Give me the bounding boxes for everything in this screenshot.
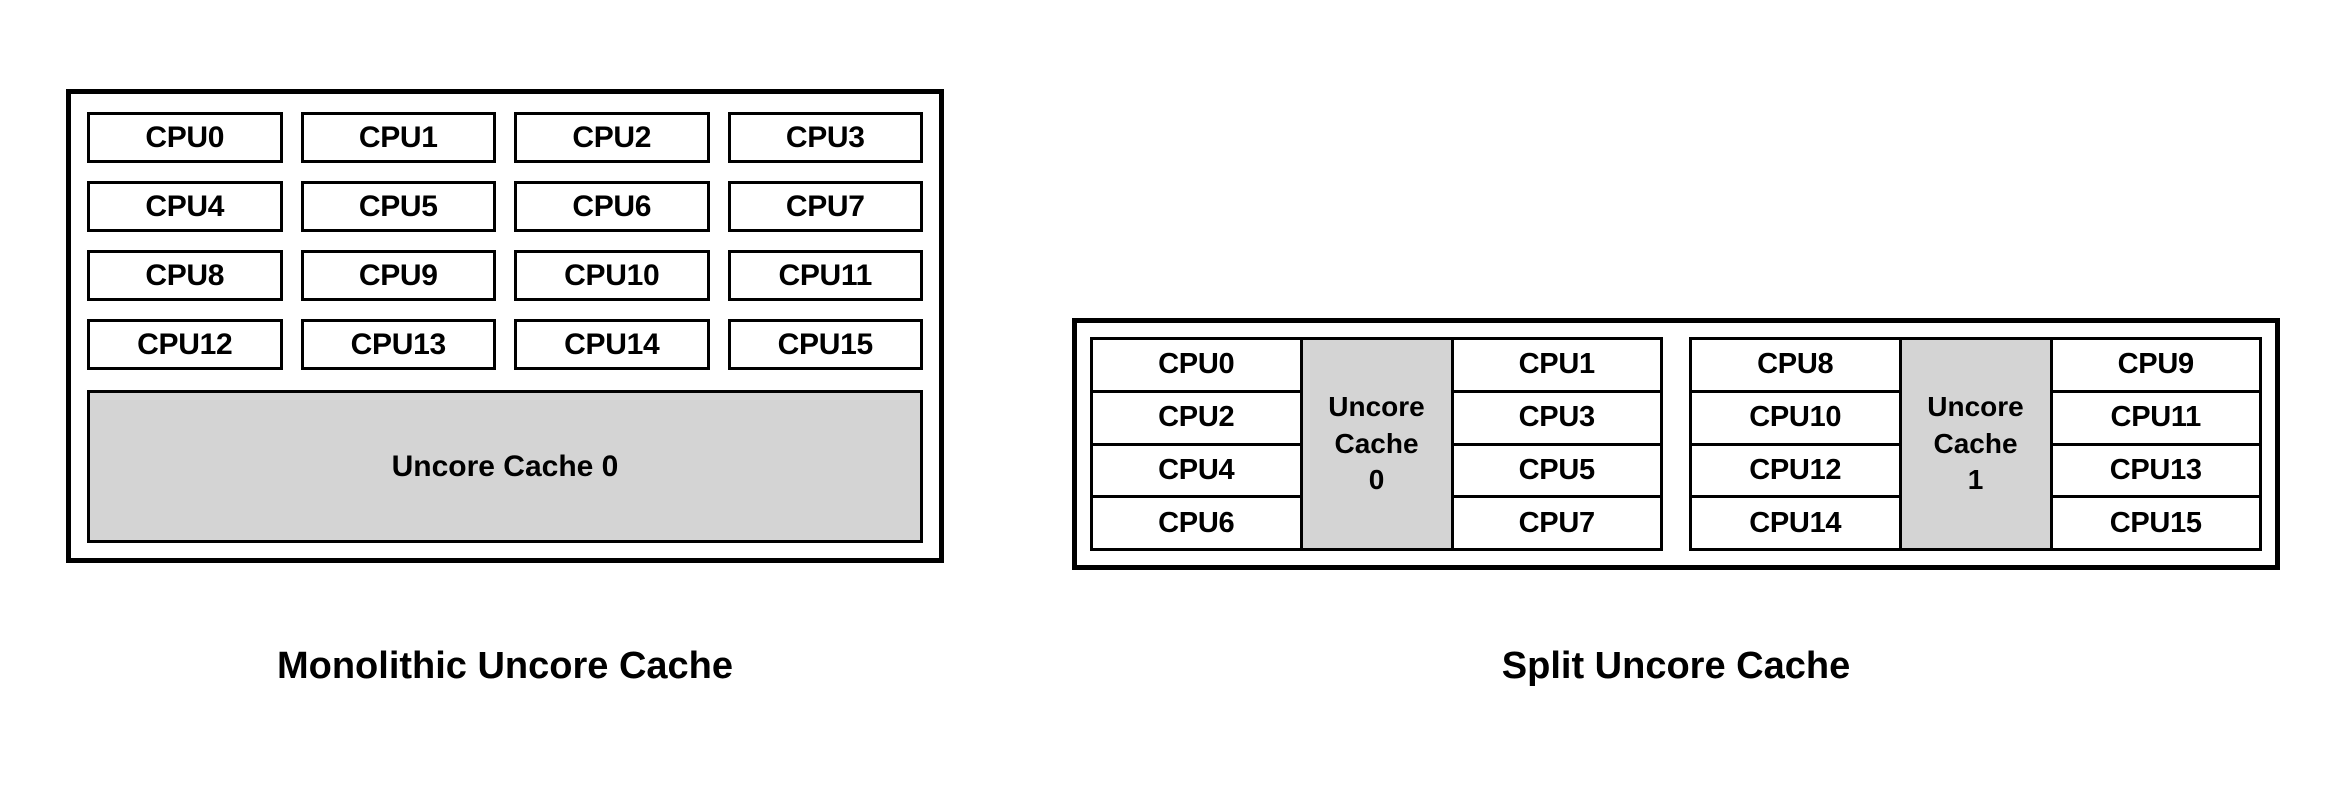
- uncore-cache-line-3: 1: [1967, 464, 1984, 496]
- cpu-box: CPU14: [514, 319, 710, 370]
- cpu-cell: CPU2: [1090, 389, 1303, 446]
- uncore-cache-line-3: 0: [1368, 464, 1385, 496]
- cpu-box: CPU12: [87, 319, 283, 370]
- monolithic-uncore-panel: CPU0 CPU1 CPU2 CPU3 CPU4 CPU5 CPU6 CPU7 …: [66, 89, 944, 563]
- cpu-cell: CPU6: [1090, 495, 1303, 551]
- cpu-cell: CPU1: [1450, 337, 1663, 393]
- cpu-cell: CPU15: [2049, 495, 2262, 551]
- cpu-box: CPU1: [300, 112, 496, 163]
- cpu-box: CPU7: [727, 181, 923, 232]
- uncore-cache-block-0: Uncore Cache 0: [1299, 337, 1454, 551]
- cpu-cell: CPU13: [2049, 442, 2262, 499]
- split-caption: Split Uncore Cache: [1501, 645, 1851, 687]
- cpu-box: CPU6: [514, 181, 710, 232]
- cpu-cell: CPU8: [1689, 337, 1902, 393]
- cpu-box: CPU9: [300, 250, 496, 301]
- cpu-box: CPU0: [87, 112, 283, 163]
- split-uncore-panel: CPU0 CPU2 CPU4 CPU6 Uncore Cache 0 CPU1 …: [1072, 318, 2280, 570]
- cpu-box: CPU3: [727, 112, 923, 163]
- cpu-box: CPU13: [300, 319, 496, 370]
- cpu-box: CPU15: [727, 319, 923, 370]
- cpu-column-left-1: CPU8 CPU10 CPU12 CPU14: [1689, 337, 1902, 551]
- uncore-cache-block: Uncore Cache 0: [87, 390, 923, 543]
- cpu-cell: CPU3: [1450, 389, 1663, 446]
- cache-group-1: CPU8 CPU10 CPU12 CPU14 Uncore Cache 1 CP…: [1689, 337, 2262, 551]
- cpu-cell: CPU11: [2049, 389, 2262, 446]
- cpu-cell: CPU5: [1450, 442, 1663, 499]
- cpu-column-right-0: CPU1 CPU3 CPU5 CPU7: [1450, 337, 1663, 551]
- cpu-cell: CPU12: [1689, 442, 1902, 499]
- cpu-box: CPU8: [87, 250, 283, 301]
- cpu-column-left-0: CPU0 CPU2 CPU4 CPU6: [1090, 337, 1303, 551]
- cpu-box: CPU10: [514, 250, 710, 301]
- cpu-cell: CPU0: [1090, 337, 1303, 393]
- uncore-cache-line-1: Uncore: [1927, 390, 2024, 422]
- uncore-cache-line-2: Cache: [1334, 427, 1419, 459]
- cache-group-0: CPU0 CPU2 CPU4 CPU6 Uncore Cache 0 CPU1 …: [1090, 337, 1663, 551]
- uncore-cache-block-1: Uncore Cache 1: [1898, 337, 2053, 551]
- cpu-box: CPU5: [300, 181, 496, 232]
- cpu-box: CPU11: [727, 250, 923, 301]
- cpu-cell: CPU14: [1689, 495, 1902, 551]
- uncore-cache-line-2: Cache: [1933, 427, 2018, 459]
- cpu-cell: CPU10: [1689, 389, 1902, 446]
- cpu-box: CPU2: [514, 112, 710, 163]
- cpu-cell: CPU4: [1090, 442, 1303, 499]
- cpu-cell: CPU7: [1450, 495, 1663, 551]
- monolithic-caption: Monolithic Uncore Cache: [276, 645, 734, 687]
- cpu-cell: CPU9: [2049, 337, 2262, 393]
- cpu-box: CPU4: [87, 181, 283, 232]
- uncore-cache-line-1: Uncore: [1328, 390, 1425, 422]
- monolithic-cpu-grid: CPU0 CPU1 CPU2 CPU3 CPU4 CPU5 CPU6 CPU7 …: [87, 112, 923, 370]
- cpu-column-right-1: CPU9 CPU11 CPU13 CPU15: [2049, 337, 2262, 551]
